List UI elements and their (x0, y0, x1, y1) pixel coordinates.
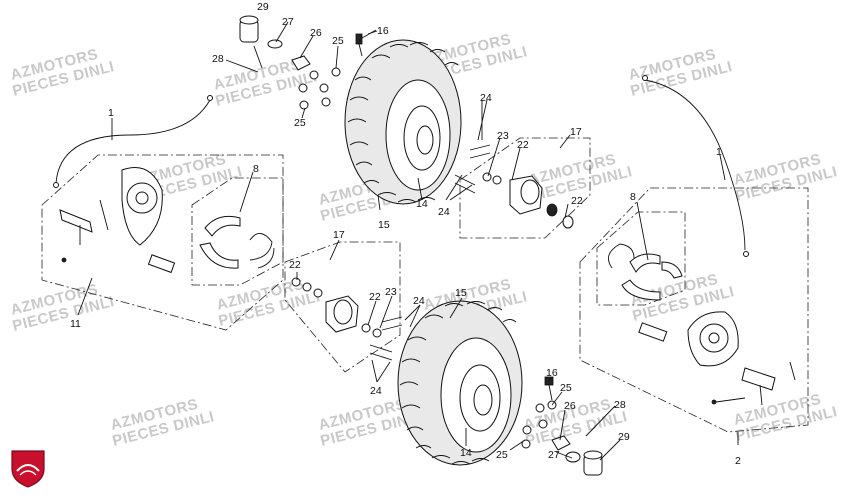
bottom-hardware (521, 376, 603, 476)
bottom-wheel (397, 300, 523, 466)
callout-25: 25 (294, 117, 306, 129)
callout-27: 27 (282, 16, 294, 28)
callout-25: 25 (496, 449, 508, 461)
callout-16: 16 (546, 367, 558, 379)
callout-14: 14 (416, 198, 428, 210)
callout-25: 25 (332, 35, 344, 47)
callout-29: 29 (257, 1, 269, 13)
callout-8: 8 (630, 191, 636, 203)
middle-hub (291, 277, 403, 361)
callout-27: 27 (548, 449, 560, 461)
callout-16: 16 (377, 25, 389, 37)
callout-22: 22 (517, 139, 529, 151)
callout-1: 1 (108, 107, 114, 119)
callout-24: 24 (480, 92, 492, 104)
callout-24: 24 (370, 385, 382, 397)
right-brake-assembly (607, 75, 796, 406)
callout-24: 24 (438, 206, 450, 218)
callout-numbers: 29 27 26 25 16 28 25 24 23 22 17 14 15 2… (70, 1, 741, 467)
callout-11: 11 (70, 318, 81, 330)
callout-17: 17 (333, 229, 345, 241)
callout-2: 2 (735, 455, 741, 467)
callout-23: 23 (385, 286, 397, 298)
callout-22: 22 (289, 259, 301, 271)
leader-lines (77, 21, 739, 461)
callout-8: 8 (253, 163, 259, 175)
callout-1: 1 (716, 146, 722, 158)
top-hub (454, 144, 574, 229)
callout-29: 29 (618, 431, 630, 443)
callout-14: 14 (460, 447, 472, 459)
azmotors-logo (11, 450, 45, 488)
callout-25: 25 (560, 382, 572, 394)
callout-28: 28 (212, 53, 224, 65)
top-wheel (344, 39, 462, 205)
callout-15: 15 (455, 287, 467, 299)
callout-22: 22 (571, 195, 583, 207)
top-hardware (239, 15, 378, 110)
callout-17: 17 (570, 126, 582, 138)
assembly-outlines (41, 137, 809, 433)
callout-26: 26 (564, 400, 576, 412)
callout-24: 24 (413, 295, 425, 307)
callout-26: 26 (310, 27, 322, 39)
callout-15: 15 (378, 219, 390, 231)
callout-22: 22 (369, 291, 381, 303)
left-brake-assembly (53, 95, 275, 274)
callout-28: 28 (614, 399, 626, 411)
callout-23: 23 (497, 130, 509, 142)
